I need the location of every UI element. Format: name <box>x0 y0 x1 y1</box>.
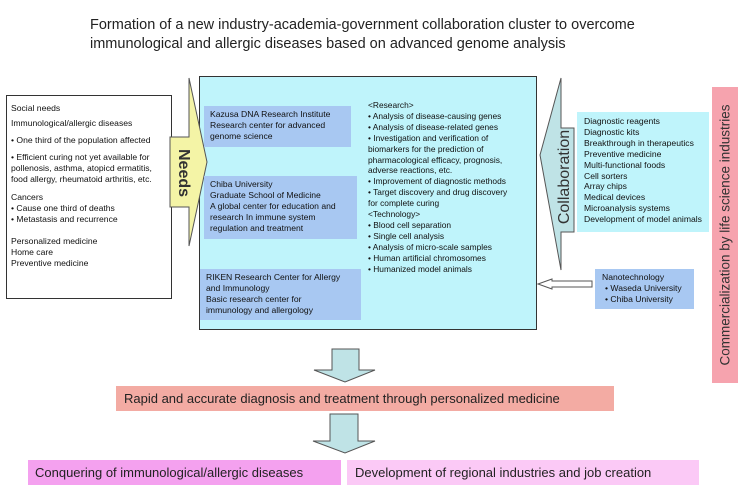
research-item: • Improvement of diagnostic methods <box>368 176 506 187</box>
nanotech-item: • Chiba University <box>605 293 673 304</box>
down-arrow-1 <box>313 348 376 383</box>
needs-line: Preventive medicine <box>11 258 89 268</box>
needs-line: • Efficient curing not yet available for <box>11 152 150 162</box>
product-item: Multi-functional foods <box>584 159 666 170</box>
needs-line: Social needs <box>11 103 61 113</box>
research-heading: <Research> <box>368 100 414 110</box>
needs-line: food allergy, rheumatoid arthritis, etc. <box>11 174 152 184</box>
needs-line: Personalized medicine <box>11 236 98 246</box>
research-list: <Research> • Analysis of disease-causing… <box>368 100 538 275</box>
needs-line: • Metastasis and recurrence <box>11 214 118 224</box>
product-item: Diagnostic reagents <box>584 116 660 126</box>
research-item: • Investigation and verification of <box>368 132 489 143</box>
technology-item: • Blood cell separation <box>368 219 452 230</box>
down-arrow-2 <box>312 413 376 454</box>
collaboration-arrow-label: Collaboration <box>556 129 574 225</box>
outcome-conquering-diseases: Conquering of immunological/allergic dis… <box>28 460 341 485</box>
nanotechnology-box: Nanotechnology • Waseda University • Chi… <box>595 269 694 309</box>
product-item: Development of model animals <box>584 214 702 225</box>
org-kazusa: Kazusa DNA Research Institute Research c… <box>204 106 351 147</box>
product-item: Diagnostic kits <box>584 126 640 137</box>
needs-line: • One third of the population affected <box>11 135 151 145</box>
commercialization-bar: Commercialization by life science indust… <box>712 87 738 383</box>
research-item: for complete curing <box>368 198 440 209</box>
needs-arrow-label: Needs <box>175 148 193 198</box>
org-chiba-university: Chiba University Graduate School of Medi… <box>204 176 357 239</box>
nanotech-heading: Nanotechnology <box>602 272 665 282</box>
result-personalized-medicine: Rapid and accurate diagnosis and treatme… <box>116 386 614 411</box>
research-item: • Target discovery and drug discovery <box>368 187 508 198</box>
research-item: pharmacological efficacy, prognosis, <box>368 154 503 165</box>
nanotech-arrow-shape <box>536 278 593 290</box>
technology-item: • Human artificial chromosomes <box>368 252 486 263</box>
needs-line: Cancers <box>11 192 43 202</box>
technology-item: • Analysis of micro-scale samples <box>368 241 492 252</box>
technology-item: • Single cell analysis <box>368 230 445 241</box>
technology-item: • Humanized model animals <box>368 263 472 274</box>
product-item: Array chips <box>584 181 627 192</box>
technology-heading: <Technology> <box>368 209 421 220</box>
diagram-title: Formation of a new industry-academia-gov… <box>90 17 635 52</box>
nanotech-item: • Waseda University <box>605 282 682 293</box>
needs-line: Immunological/allergic diseases <box>11 118 133 128</box>
research-item: • Analysis of disease-related genes <box>368 121 499 132</box>
research-item: biomarkers for the prediction of <box>368 143 484 154</box>
needs-line: • Cause one third of deaths <box>11 203 115 213</box>
org-riken: RIKEN Research Center for Allergy and Im… <box>200 269 361 320</box>
product-item: Cell sorters <box>584 170 628 181</box>
commercialization-label: Commercialization by life science indust… <box>717 104 733 366</box>
collaboration-arrow-shape <box>539 77 575 271</box>
needs-arrow-shape <box>169 77 208 247</box>
product-item: Preventive medicine <box>584 148 662 159</box>
research-item: • Analysis of disease-causing genes <box>368 110 502 121</box>
needs-line: Home care <box>11 247 54 257</box>
needs-line: pollenosis, asthma, atopicd ermatitis, <box>11 163 152 173</box>
product-item: Medical devices <box>584 192 646 203</box>
products-box: Diagnostic reagents Diagnostic kits Brea… <box>577 112 709 232</box>
outcome-regional-development: Development of regional industries and j… <box>347 460 699 485</box>
product-item: Breakthrough in therapeutics <box>584 137 694 148</box>
product-item: Microanalysis systems <box>584 203 670 214</box>
research-item: adverse reactions, etc. <box>368 165 453 176</box>
social-needs-box: Social needs Immunological/allergic dise… <box>6 95 172 299</box>
